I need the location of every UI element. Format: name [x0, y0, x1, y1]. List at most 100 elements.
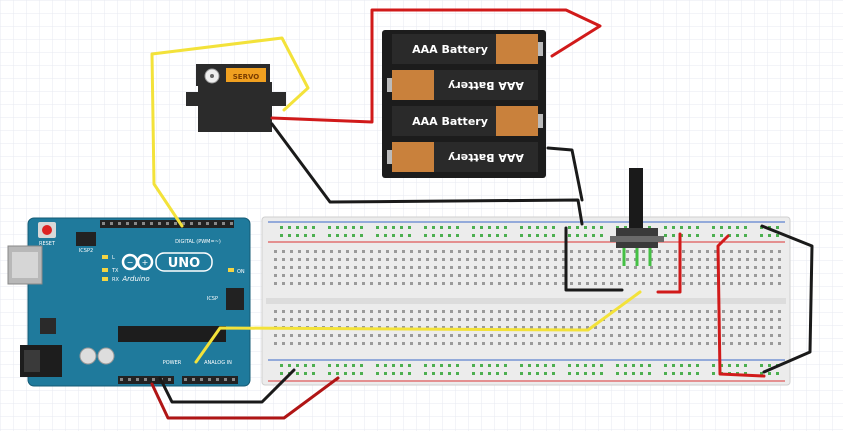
grid-hole: [658, 282, 661, 285]
grid-hole: [754, 342, 757, 345]
grid-hole: [546, 310, 549, 313]
rail-hole: [296, 364, 299, 367]
potentiometer: [610, 168, 664, 266]
rail-hole: [728, 364, 731, 367]
grid-hole: [618, 310, 621, 313]
arduino-logo: − +: [121, 253, 154, 271]
grid-hole: [706, 274, 709, 277]
grid-hole: [370, 258, 373, 261]
wire-servo-signal: [150, 36, 310, 228]
grid-hole: [690, 318, 693, 321]
arduino-uno: RESET ICSP2 DIGITAL (PWM=~) − + UNO Ardu…: [7, 217, 251, 387]
grid-hole: [626, 342, 629, 345]
brand-label: Arduino: [121, 275, 149, 283]
grid-hole: [698, 342, 701, 345]
digital-pin: [182, 222, 185, 225]
grid-hole: [754, 318, 757, 321]
grid-hole: [578, 326, 581, 329]
grid-hole: [402, 266, 405, 269]
grid-hole: [354, 266, 357, 269]
digital-pin: [150, 222, 153, 225]
grid-hole: [562, 266, 565, 269]
grid-hole: [538, 310, 541, 313]
grid-hole: [714, 326, 717, 329]
grid-hole: [778, 334, 781, 337]
grid-hole: [698, 326, 701, 329]
grid-hole: [634, 266, 637, 269]
grid-hole: [610, 258, 613, 261]
grid-hole: [426, 318, 429, 321]
grid-hole: [386, 274, 389, 277]
grid-hole: [618, 258, 621, 261]
grid-hole: [714, 274, 717, 277]
rail-hole: [528, 226, 531, 229]
rail-hole: [472, 226, 475, 229]
grid-hole: [442, 334, 445, 337]
grid-hole: [522, 326, 525, 329]
grid-hole: [626, 334, 629, 337]
grid-hole: [418, 250, 421, 253]
grid-hole: [306, 274, 309, 277]
grid-hole: [546, 342, 549, 345]
rail-hole: [488, 234, 491, 237]
grid-hole: [762, 250, 765, 253]
grid-hole: [458, 334, 461, 337]
grid-hole: [578, 274, 581, 277]
digital-pin: [174, 222, 177, 225]
grid-hole: [778, 266, 781, 269]
grid-hole: [770, 342, 773, 345]
grid-hole: [554, 258, 557, 261]
grid-hole: [722, 266, 725, 269]
grid-hole: [338, 266, 341, 269]
grid-hole: [642, 282, 645, 285]
analog-pin: [216, 378, 219, 381]
battery-cell-1: AAA Battery: [392, 34, 543, 64]
wire-battery-ground: [546, 146, 584, 202]
digital-pin: [222, 222, 225, 225]
grid-hole: [322, 274, 325, 277]
grid-hole: [394, 310, 397, 313]
rail-hole: [552, 226, 555, 229]
grid-hole: [586, 318, 589, 321]
grid-hole: [634, 326, 637, 329]
grid-hole: [322, 310, 325, 313]
grid-hole: [434, 326, 437, 329]
grid-hole: [666, 266, 669, 269]
grid-hole: [314, 258, 317, 261]
rail-hole: [496, 372, 499, 375]
rail-hole: [736, 364, 739, 367]
grid-hole: [434, 282, 437, 285]
grid-hole: [722, 310, 725, 313]
grid-hole: [418, 282, 421, 285]
rail-hole: [440, 372, 443, 375]
grid-hole: [514, 310, 517, 313]
rail-hole: [624, 372, 627, 375]
grid-hole: [434, 266, 437, 269]
grid-hole: [682, 326, 685, 329]
rail-hole: [640, 372, 643, 375]
power-jack-inner: [24, 350, 40, 372]
rail-hole: [328, 234, 331, 237]
servo-shaft: [210, 74, 214, 78]
grid-hole: [330, 310, 333, 313]
rail-hole: [336, 234, 339, 237]
servo-mount: [186, 92, 286, 106]
grid-hole: [354, 334, 357, 337]
grid-hole: [490, 250, 493, 253]
rail-hole: [664, 364, 667, 367]
grid-hole: [698, 310, 701, 313]
battery-cell-3: AAA Battery: [392, 106, 543, 136]
center-channel: [266, 298, 786, 304]
grid-hole: [730, 250, 733, 253]
grid-hole: [690, 310, 693, 313]
grid-hole: [378, 250, 381, 253]
rail-hole: [384, 372, 387, 375]
grid-hole: [314, 274, 317, 277]
grid-hole: [362, 318, 365, 321]
grid-hole: [634, 342, 637, 345]
rail-hole: [776, 372, 779, 375]
grid-hole: [418, 258, 421, 261]
grid-hole: [554, 282, 557, 285]
grid-hole: [386, 310, 389, 313]
rail-hole: [488, 364, 491, 367]
